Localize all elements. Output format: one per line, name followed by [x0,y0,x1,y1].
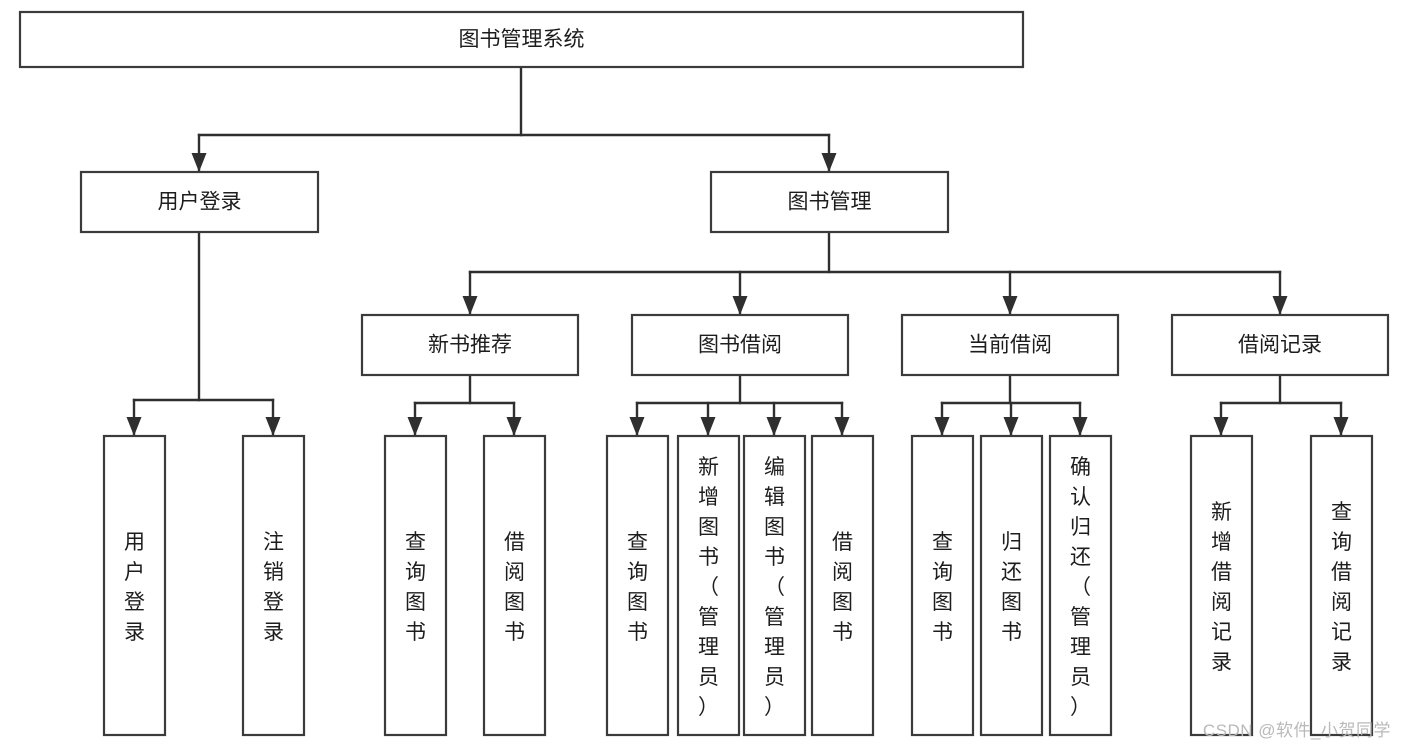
connector-current-borrow-to-leaves [934,373,1088,436]
edge-arrowhead [1213,417,1229,436]
node-label: 新书推荐 [428,334,512,357]
edge-arrowhead [934,417,950,436]
edge-arrowhead [732,296,748,315]
node-leaf-query-book-3[interactable]: 查询图书 [910,434,975,737]
node-l3-book-borrow[interactable]: 图书借阅 [630,313,850,377]
node-box [709,170,950,234]
node-root[interactable]: 图书管理系统 [18,10,1025,69]
nodes-layer: 图书管理系统用户登录图书管理新书推荐图书借阅当前借阅借阅记录用户登录注销登录查询… [18,10,1390,737]
node-label: 查询借阅记录 [1331,501,1352,674]
node-label: 新增借阅记录 [1211,501,1232,674]
node-box [810,434,875,737]
edge-arrowhead [126,417,142,436]
node-box [1048,434,1113,737]
node-box [79,170,320,234]
edge-arrowhead [834,417,850,436]
edge-arrowhead [1072,417,1088,436]
node-label: 归还图书 [1001,531,1022,644]
node-label: 借阅记录 [1238,334,1322,357]
node-label: 查询图书 [405,531,426,644]
node-label: 查询图书 [627,531,648,644]
node-l3-borrow-record[interactable]: 借阅记录 [1170,313,1390,377]
node-label: 编辑图书（管理员） [764,456,785,719]
connector-root-to-level2 [191,65,837,172]
node-box [241,434,306,737]
node-label: 借阅图书 [504,531,525,644]
node-leaf-add-book[interactable]: 新增图书（管理员） [676,434,741,737]
node-box [1189,434,1254,737]
node-leaf-user-login[interactable]: 用户登录 [102,434,167,737]
connector-book-manage-to-level3 [462,230,1288,315]
edge-arrowhead [1272,296,1288,315]
node-l2-book-manage[interactable]: 图书管理 [709,170,950,234]
node-l2-user-login[interactable]: 用户登录 [79,170,320,234]
node-leaf-add-record[interactable]: 新增借阅记录 [1189,434,1254,737]
node-box [1309,434,1374,737]
node-box [383,434,448,737]
node-box [742,434,807,737]
node-leaf-edit-book[interactable]: 编辑图书（管理员） [742,434,807,737]
edge-arrowhead [407,417,423,436]
node-leaf-confirm-return[interactable]: 确认归还（管理员） [1048,434,1113,737]
connector-user-login-to-leaves [126,230,281,436]
connector-borrow-record-to-leaves [1213,373,1349,436]
node-leaf-return-book[interactable]: 归还图书 [979,434,1044,737]
node-box [630,313,850,377]
node-label: 确认归还（管理员） [1070,456,1091,719]
edge-arrowhead [766,417,782,436]
node-label: 图书借阅 [698,334,782,357]
node-label: 借阅图书 [832,531,853,644]
edge-arrowhead [821,153,837,172]
node-leaf-query-record[interactable]: 查询借阅记录 [1309,434,1374,737]
edge-arrowhead [506,417,522,436]
node-box [1170,313,1390,377]
node-label: 当前借阅 [968,334,1052,357]
node-box [102,434,167,737]
edge-arrowhead [265,417,281,436]
node-label: 查询图书 [932,531,953,644]
edge-arrowhead [462,296,478,315]
node-l3-current-borrow[interactable]: 当前借阅 [900,313,1120,377]
node-label: 图书管理系统 [459,28,585,51]
connector-book-borrow-to-leaves [629,373,850,436]
node-label: 注销登录 [263,531,284,644]
edge-arrowhead [1002,296,1018,315]
node-l3-new-book-rec[interactable]: 新书推荐 [360,313,580,377]
edge-arrowhead [191,153,207,172]
node-label: 用户登录 [158,191,242,214]
node-leaf-borrow-book-1[interactable]: 借阅图书 [482,434,547,737]
edge-arrowhead [1003,417,1019,436]
node-leaf-borrow-book-2[interactable]: 借阅图书 [810,434,875,737]
node-leaf-query-book-2[interactable]: 查询图书 [605,434,670,737]
node-leaf-logout[interactable]: 注销登录 [241,434,306,737]
node-label: 图书管理 [788,191,872,214]
node-box [910,434,975,737]
node-box [979,434,1044,737]
edges-layer [126,65,1349,436]
node-box [360,313,580,377]
node-label: 新增图书（管理员） [698,456,719,719]
node-box [482,434,547,737]
node-box [900,313,1120,377]
node-box [18,10,1025,69]
edge-arrowhead [1333,417,1349,436]
node-leaf-query-book-1[interactable]: 查询图书 [383,434,448,737]
node-box [676,434,741,737]
node-label: 用户登录 [124,531,145,644]
connector-new-book-rec-to-leaves [407,373,522,436]
node-box [605,434,670,737]
edge-arrowhead [629,417,645,436]
edge-arrowhead [700,417,716,436]
